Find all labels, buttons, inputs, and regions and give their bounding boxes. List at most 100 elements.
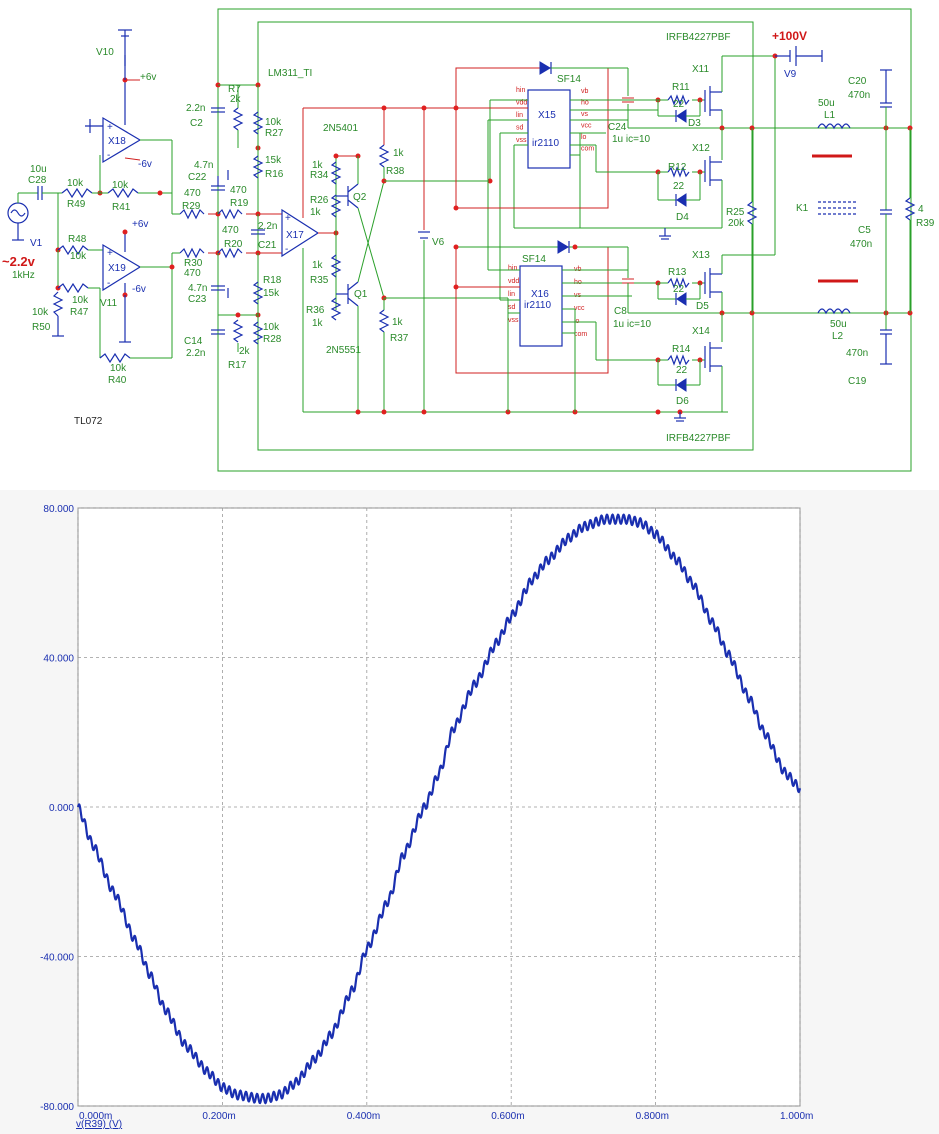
svg-text:-: -	[107, 278, 110, 289]
x14-label: X14	[692, 326, 710, 337]
mosfet-x11	[704, 56, 723, 128]
r38-label: R38	[386, 166, 405, 177]
r36-value: 1k	[312, 318, 324, 329]
ic-pin-vdd: vdd	[508, 278, 519, 285]
ic-pin-com: com	[581, 146, 594, 153]
r49-value: 10k	[67, 178, 84, 189]
c28-value: 10u	[30, 164, 47, 175]
c21-value: 2.2n	[258, 221, 277, 232]
input-amplitude: ~2.2v	[2, 254, 36, 269]
driver-ic-x15	[527, 89, 571, 169]
r48-label: R48	[68, 234, 87, 245]
v11-label: V11	[100, 298, 117, 309]
ic-pin-vdd: vdd	[516, 100, 527, 107]
r41-label: R41	[112, 202, 131, 213]
r35-value: 1k	[312, 260, 324, 271]
l2-label: L2	[832, 331, 844, 342]
r20-label: R20	[224, 239, 243, 250]
c22-value: 4.7n	[194, 160, 213, 171]
q1-label: Q1	[354, 289, 368, 300]
ic-pin-vss: vss	[516, 137, 527, 144]
r11-label: R11	[672, 82, 690, 93]
r17-value: 2k	[239, 346, 251, 357]
ic-pin-vcc: vcc	[581, 123, 592, 130]
c19-label: C19	[848, 376, 867, 387]
r16-value: 15k	[265, 155, 282, 166]
ic-pin-lin: lin	[516, 112, 523, 119]
ic-pin-vcc: vcc	[574, 305, 585, 312]
r41-value: 10k	[112, 180, 129, 191]
x16-model: ir2110	[524, 300, 551, 311]
r27-value: 10k	[265, 117, 282, 128]
mosfet-x12	[704, 156, 723, 228]
p6v-a: +6v	[140, 72, 156, 83]
input-frequency: 1kHz	[12, 270, 35, 281]
r34-value: 1k	[312, 160, 324, 171]
outer-feedback-frame	[217, 8, 912, 472]
x15-label: X15	[538, 110, 556, 121]
c8-value: 1u ic=10	[613, 319, 652, 330]
r26-value: 1k	[310, 207, 322, 218]
transistor-q1	[336, 281, 359, 307]
m6v-a: -6v	[138, 159, 152, 170]
r39-label: R39	[916, 218, 935, 229]
hv-supply-label: +100V	[772, 29, 807, 43]
x-tick-label: 0.600m	[491, 1111, 524, 1122]
c5-value: 470n	[850, 239, 872, 250]
r13-value: 22	[673, 284, 685, 295]
opamp-x18: + -	[102, 116, 142, 164]
x19-label: X19	[108, 263, 126, 274]
c2-value: 2.2n	[186, 103, 205, 114]
r37-label: R37	[390, 333, 409, 344]
driver-ic-x16	[519, 265, 563, 347]
c24-label: C24	[608, 122, 627, 133]
r30-label: R30	[184, 258, 203, 269]
r19-value: 470	[230, 185, 247, 196]
r14-value: 22	[676, 365, 688, 376]
ic-pin-hin: hin	[516, 87, 525, 94]
r47-value: 10k	[72, 295, 89, 306]
d3-label: D3	[688, 118, 701, 129]
x18-label: X18	[108, 136, 126, 147]
v9-label: V9	[784, 69, 797, 80]
r16-label: R16	[265, 169, 284, 180]
r25-label: R25	[726, 207, 745, 218]
y-tick-label: 80.000	[43, 504, 74, 515]
c23-value: 4.7n	[188, 283, 207, 294]
c14-value: 2.2n	[186, 348, 205, 359]
l1-value: 50u	[818, 98, 835, 109]
k1-label: K1	[796, 203, 809, 214]
y-tick-label: 0.000	[49, 803, 74, 814]
r48-value: 10k	[70, 251, 87, 262]
m6v-b: -6v	[132, 284, 146, 295]
v1-label: V1	[30, 238, 43, 249]
c20-value: 470n	[848, 90, 870, 101]
r18-label: R18	[263, 275, 282, 286]
r40-value: 10k	[110, 363, 127, 374]
x-tick-label: 1.000m	[780, 1111, 813, 1122]
r50-label: R50	[32, 322, 51, 333]
sf14-b-label: SF14	[522, 254, 546, 265]
x-tick-label: 0.800m	[636, 1111, 669, 1122]
r7-label: R7	[228, 84, 241, 95]
r40-label: R40	[108, 375, 127, 386]
r29-value: 470	[184, 188, 201, 199]
v6-label: V6	[432, 237, 445, 248]
svg-text:-: -	[285, 244, 288, 255]
ic-pin-com: com	[574, 331, 587, 338]
x-axis-label: v(R39) (V)	[76, 1119, 122, 1130]
series-line	[76, 513, 802, 1105]
x13-label: X13	[692, 250, 710, 261]
r47-label: R47	[70, 307, 89, 318]
r18-value: 15k	[263, 288, 280, 299]
pnp-model-label: 2N5401	[323, 123, 358, 134]
r27-label: R27	[265, 128, 284, 139]
comparator-model-label: LM311_TI	[268, 68, 312, 79]
r11-value: 22	[673, 99, 685, 110]
l2-value: 50u	[830, 319, 847, 330]
r39-value: 4	[918, 204, 924, 215]
r7-value: 2k	[230, 94, 242, 105]
r19-label: R19	[230, 198, 249, 209]
c20-label: C20	[848, 76, 867, 87]
